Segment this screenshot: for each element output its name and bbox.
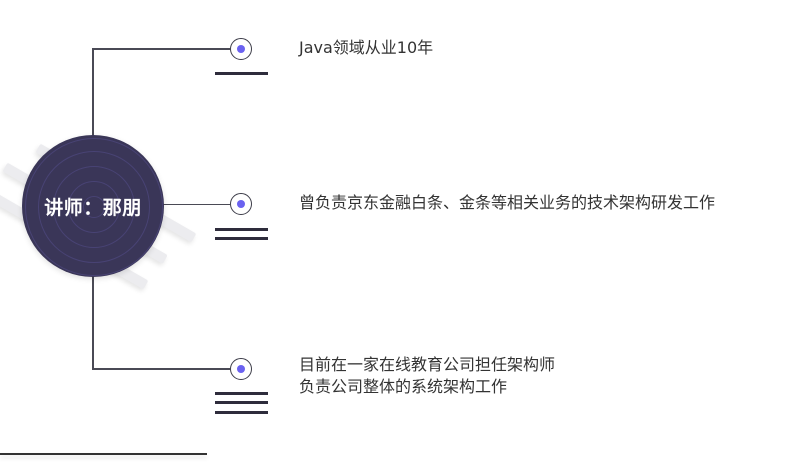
item-3-line-1: 目前在一家在线教育公司担任架构师 [299,355,556,374]
node-dot-icon [237,365,245,373]
ring-decoration [25,138,163,276]
timeline-node-3 [230,358,252,380]
item-1-line-1: Java领域从业10年 [299,38,434,57]
node-dot-icon [237,45,245,53]
speaker-name: 讲师：那朋 [44,196,142,219]
speaker-badge: 讲师：那朋 [22,135,164,277]
bar-decoration [215,411,268,414]
bar-decoration [215,392,268,395]
item-2-text: 曾负责京东金融白条、金条等相关业务的技术架构研发工作 [299,192,715,214]
timeline-node-2 [230,193,252,215]
connector-line-1 [92,48,230,50]
item-3-text: 目前在一家在线教育公司担任架构师 负责公司整体的系统架构工作 [299,354,555,398]
bar-decoration [215,228,268,231]
item-2-line-1: 曾负责京东金融白条、金条等相关业务的技术架构研发工作 [299,193,716,212]
bar-decoration [215,72,268,75]
item-3-line-2: 负责公司整体的系统架构工作 [299,377,508,396]
node-dot-icon [237,200,245,208]
bar-decoration [215,237,268,240]
bar-decoration [215,401,268,404]
item-1-text: Java领域从业10年 [299,37,433,59]
timeline-node-1 [230,38,252,60]
connector-line-3 [92,368,230,370]
bottom-divider [0,453,207,455]
connector-line-2 [160,204,230,205]
